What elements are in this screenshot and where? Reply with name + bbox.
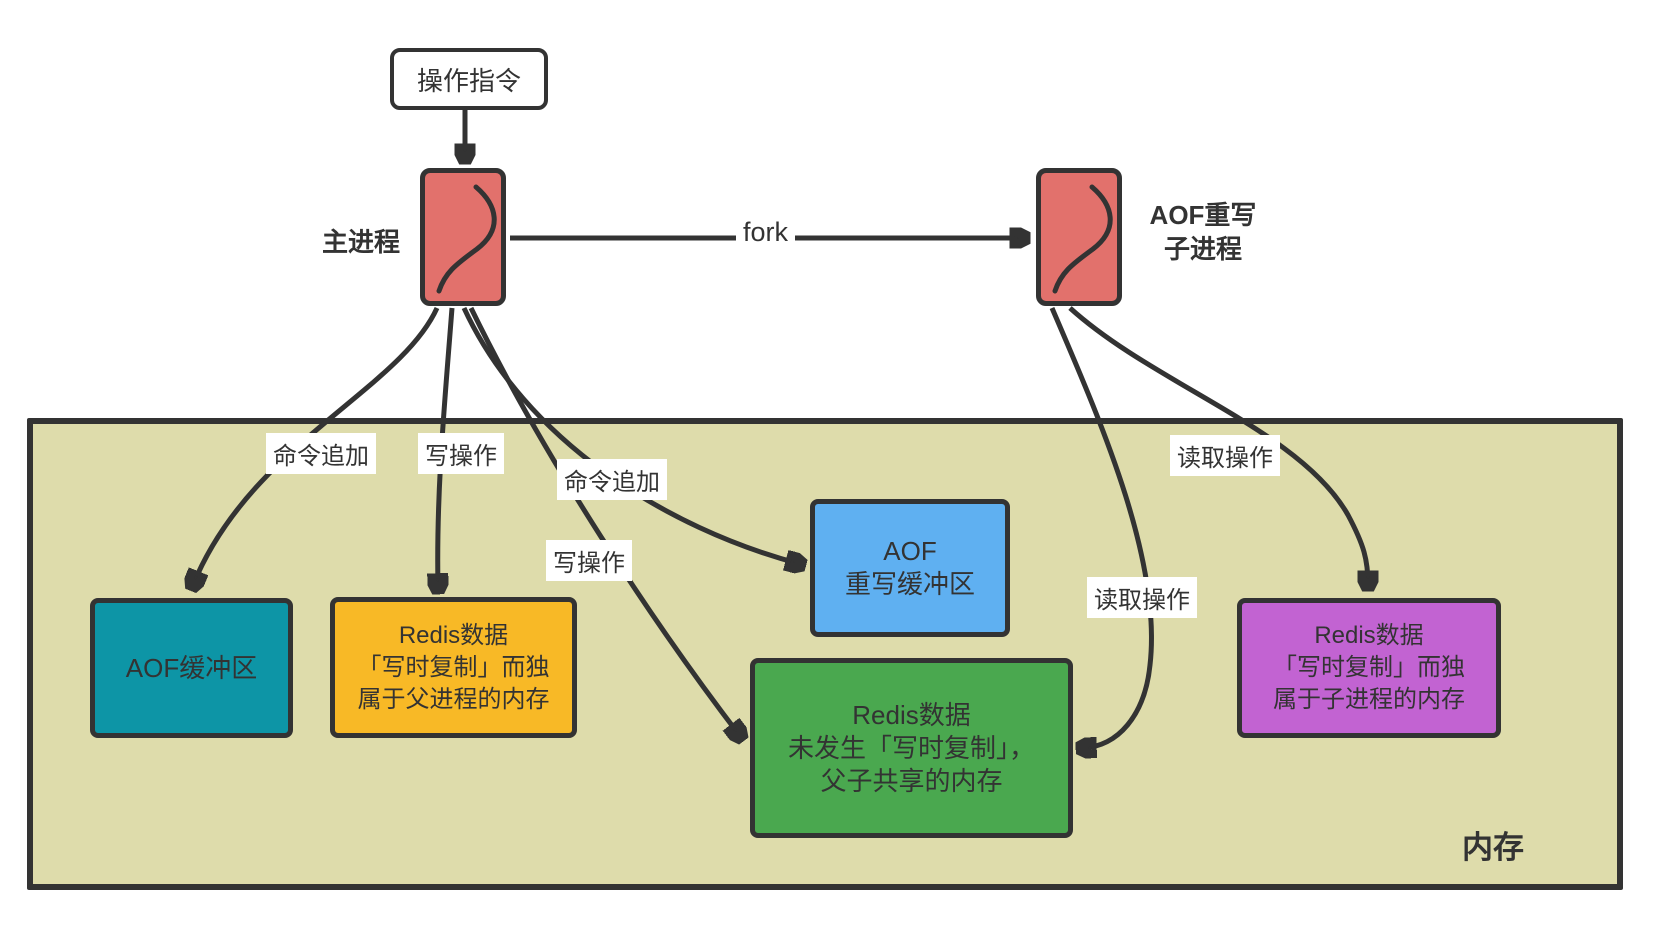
aof-buffer-label: AOF缓冲区 [125,652,258,683]
child-process-node [1036,168,1122,306]
child-process-label: AOF重写 子进程 [1128,198,1278,266]
child-cow-line1: Redis数据 [1314,622,1424,649]
child-cow-box: Redis数据 「写时复制」而独 属于子进程的内存 [1237,598,1501,738]
arrow-main-to-rewrite-buffer [461,306,800,564]
process-squiggle-icon [436,184,497,294]
rewrite-buffer-line1: AOF [883,536,937,566]
arrow-main-to-shared [468,306,740,736]
instruction-box: 操作指令 [390,48,548,110]
child-cow-line3: 属于子进程的内存 [1273,686,1465,713]
parent-cow-line1: Redis数据 [398,621,509,649]
parent-cow-line3: 属于父进程的内存 [357,685,550,713]
write-op-label-1: 写操作 [418,433,504,474]
fork-edge-label: fork [736,214,796,251]
read-op-label-2: 读取操作 [1087,577,1197,618]
parent-cow-box: Redis数据 「写时复制」而独 属于父进程的内存 [330,597,577,738]
instruction-label: 操作指令 [416,65,521,96]
aof-rewrite-buffer-box: AOF 重写缓冲区 [810,499,1010,637]
aof-buffer-box: AOF缓冲区 [90,598,293,738]
write-op-label-2: 写操作 [546,540,632,581]
shared-mem-line3: 父子共享的内存 [820,765,1003,796]
rewrite-buffer-line2: 重写缓冲区 [844,569,975,599]
arrow-child-to-child-cow [1068,306,1368,585]
child-cow-line2: 「写时复制」而独 [1273,654,1465,681]
child-process-label-line1: AOF重写 [1149,200,1257,230]
main-process-node [420,168,506,306]
child-process-label-line2: 子进程 [1163,234,1242,264]
shared-mem-line2: 未发生「写时复制」， [787,732,1035,763]
main-process-label: 主进程 [321,227,400,257]
cmd-append-label-2: 命令追加 [557,459,667,500]
shared-memory-box: Redis数据 未发生「写时复制」， 父子共享的内存 [750,658,1073,838]
shared-mem-line1: Redis数据 [852,699,971,730]
read-op-label-1: 读取操作 [1170,435,1280,476]
cmd-append-label-1: 命令追加 [266,433,376,474]
arrow-main-to-aof-buffer [193,306,440,585]
process-squiggle-icon [1052,184,1113,294]
memory-label: 内存 [1462,830,1524,865]
parent-cow-line2: 「写时复制」而独 [357,653,550,681]
